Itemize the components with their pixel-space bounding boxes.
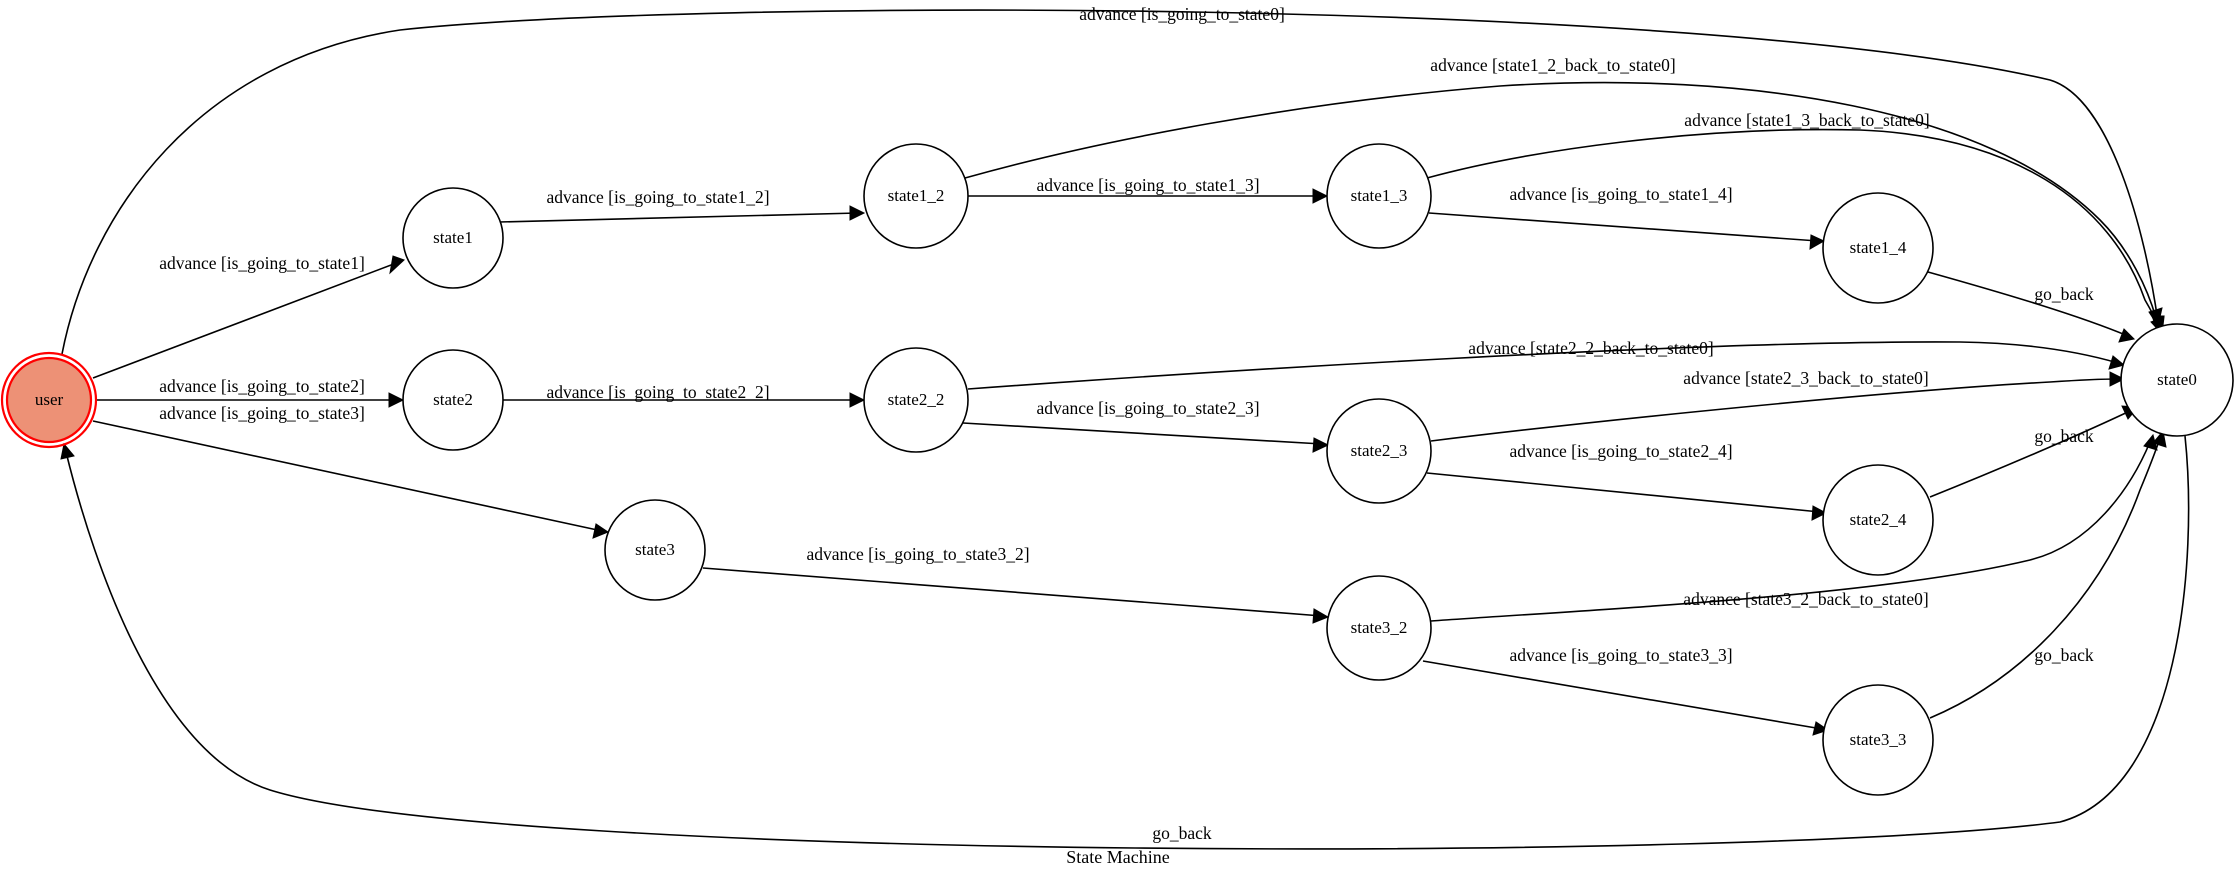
edge-label-state0-to-user: go_back [1152, 823, 1212, 843]
edge-layer [60, 9, 2190, 850]
edge-state2_2-to-state0[interactable] [967, 341, 2126, 390]
node-state0-label: state0 [2157, 370, 2197, 389]
edge-user-to-state1[interactable] [92, 255, 405, 379]
edge-label-state3_2-to-state3_3: advance [is_going_to_state3_3] [1509, 645, 1732, 665]
edge-label-user-to-state2: advance [is_going_to_state2] [159, 376, 365, 396]
node-state3_2-label: state3_2 [1351, 618, 1408, 637]
node-state1_3[interactable]: state1_3 [1326, 143, 1432, 249]
edge-state2_3-to-state2_4[interactable] [1426, 472, 1828, 521]
node-state3-label: state3 [635, 540, 675, 559]
node-state2_3-label: state2_3 [1351, 441, 1408, 460]
edge-state3-to-state3_2[interactable] [702, 567, 1330, 624]
edge-label-state1_2-to-state1_3: advance [is_going_to_state1_3] [1036, 175, 1259, 195]
edge-state0-to-user[interactable] [60, 435, 2190, 850]
edge-label-state3_3-to-state0: go_back [2034, 645, 2094, 665]
node-state1_2-label: state1_2 [888, 186, 945, 205]
edge-state2_3-to-state0[interactable] [1430, 371, 2126, 442]
edge-user-to-state3[interactable] [92, 420, 610, 539]
edge-label-user-to-state0: advance [is_going_to_state0] [1079, 4, 1285, 24]
node-state3_2[interactable]: state3_2 [1326, 575, 1432, 681]
edge-label-state3-to-state3_2: advance [is_going_to_state3_2] [806, 544, 1029, 564]
edge-state2_4-to-state0[interactable] [1929, 405, 2140, 498]
node-state2_4[interactable]: state2_4 [1822, 464, 1934, 576]
node-state3_3[interactable]: state3_3 [1822, 684, 1934, 796]
edge-label-state2-to-state2_2: advance [is_going_to_state2_2] [546, 382, 769, 402]
node-layer: user state1 state1_2 state1_3 state1_4 s [0, 143, 2234, 796]
edge-label-user-to-state1: advance [is_going_to_state1] [159, 253, 365, 273]
edge-label-state2_3-to-state2_4: advance [is_going_to_state2_4] [1509, 441, 1732, 461]
graph-title: State Machine [1066, 847, 1169, 867]
edge-state1_4-to-state0[interactable] [1927, 271, 2136, 343]
node-state1_2[interactable]: state1_2 [863, 143, 969, 249]
node-user-label: user [35, 390, 64, 409]
node-state1-label: state1 [433, 228, 473, 247]
edge-state1_2-to-state0[interactable] [964, 81, 2163, 328]
node-state3[interactable]: state3 [604, 499, 706, 601]
edge-label-state2_2-to-state2_3: advance [is_going_to_state2_3] [1036, 398, 1259, 418]
edge-user-to-state2[interactable] [96, 392, 405, 408]
edge-state1_3-to-state1_4[interactable] [1428, 212, 1826, 250]
edge-state2_2-to-state2_3[interactable] [962, 422, 1330, 453]
edge-label-state1_3-to-state1_4: advance [is_going_to_state1_4] [1509, 184, 1732, 204]
node-state3_3-label: state3_3 [1850, 730, 1907, 749]
edge-label-state2_4-to-state0: go_back [2034, 426, 2094, 446]
node-state1_4[interactable]: state1_4 [1822, 192, 1934, 304]
edge-label-state3_2-to-state0: advance [state3_2_back_to_state0] [1683, 589, 1928, 609]
edge-state3_3-to-state0[interactable] [1929, 429, 2167, 719]
node-state2-label: state2 [433, 390, 473, 409]
node-state2_3[interactable]: state2_3 [1326, 398, 1432, 504]
node-state1_3-label: state1_3 [1351, 186, 1408, 205]
edge-state2-to-state2_2[interactable] [503, 392, 866, 408]
node-state2_2-label: state2_2 [888, 390, 945, 409]
node-state1_4-label: state1_4 [1850, 238, 1907, 257]
edge-state1-to-state1_2[interactable] [498, 205, 866, 223]
edge-label-state1_2-to-state0: advance [state1_2_back_to_state0] [1430, 55, 1675, 75]
edge-state3_2-to-state3_3[interactable] [1422, 660, 1830, 736]
edge-label-state1_4-to-state0: go_back [2034, 284, 2094, 304]
edge-label-state1-to-state1_2: advance [is_going_to_state1_2] [546, 187, 769, 207]
edge-label-state2_2-to-state0: advance [state2_2_back_to_state0] [1468, 338, 1713, 358]
edge-label-layer: advance [is_going_to_state0] advance [is… [159, 4, 2094, 843]
node-state2_4-label: state2_4 [1850, 510, 1907, 529]
edge-state1_2-to-state1_3[interactable] [968, 188, 1329, 204]
edge-label-state1_3-to-state0: advance [state1_3_back_to_state0] [1684, 110, 1929, 130]
edge-label-state2_3-to-state0: advance [state2_3_back_to_state0] [1683, 368, 1928, 388]
node-state2[interactable]: state2 [402, 349, 504, 451]
node-state2_2[interactable]: state2_2 [863, 347, 969, 453]
node-state0[interactable]: state0 [2120, 323, 2234, 437]
node-state1[interactable]: state1 [402, 187, 504, 289]
edge-label-user-to-state3: advance [is_going_to_state3] [159, 403, 365, 423]
node-user[interactable]: user [0, 351, 98, 449]
